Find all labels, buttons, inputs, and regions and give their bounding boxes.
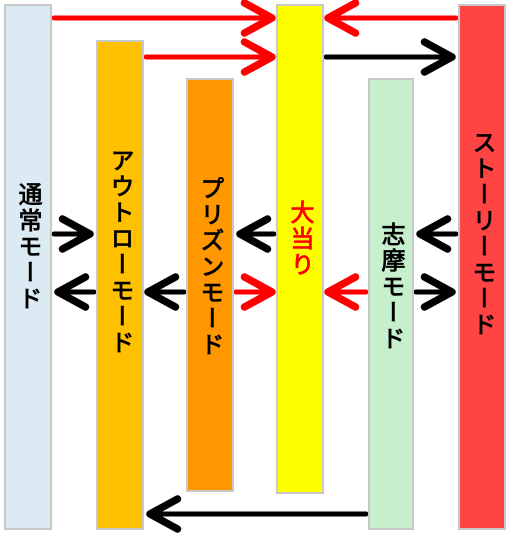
outlaw-mode-label: アウトローモード <box>106 148 134 356</box>
prison-mode-bar <box>186 78 234 492</box>
story-mode-bar <box>458 4 506 530</box>
normal-mode-bar <box>4 4 52 530</box>
jackpot-bar <box>276 4 324 494</box>
prison-mode-label: プリズンモード <box>196 176 224 358</box>
normal-mode-label: 通常モード <box>14 182 42 312</box>
jackpot-label: 大当り <box>286 200 314 278</box>
shima-mode-label: 志摩モード <box>377 222 405 352</box>
shima-mode-bar <box>368 78 414 530</box>
outlaw-mode-bar <box>96 40 144 530</box>
story-mode-label: ストーリーモード <box>468 130 496 338</box>
